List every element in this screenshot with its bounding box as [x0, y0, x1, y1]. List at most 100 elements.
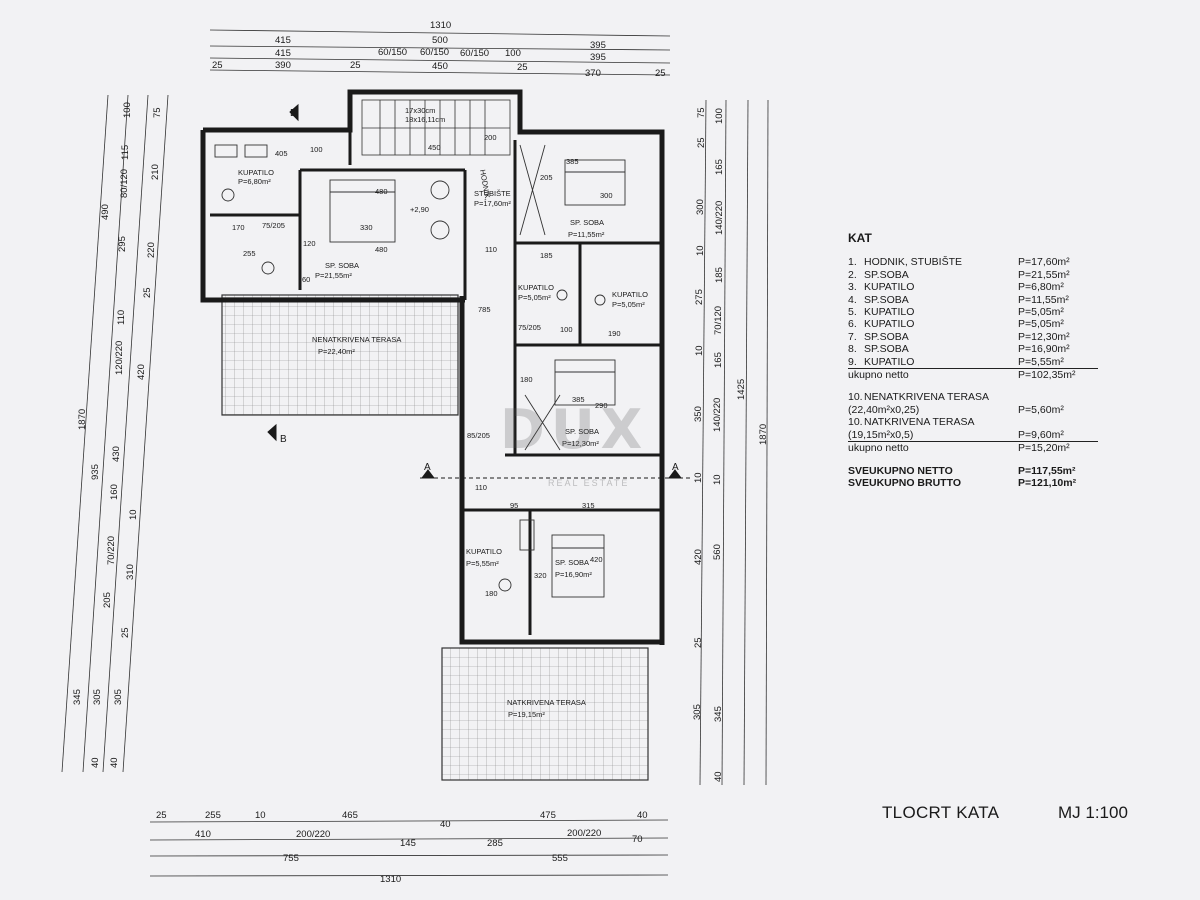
legend-terrace-calc: (19,15m²x0,5) — [848, 428, 914, 441]
room-area-hodnik: P=17,60m² — [474, 199, 511, 208]
room-area-soba-4: P=11,55m² — [568, 230, 605, 239]
dim-right-innermost-3: 10 — [695, 245, 706, 256]
legend-room-number: 2. — [848, 268, 857, 281]
legend-terrace-cell: 10.NENATKRIVENA TERASA — [848, 391, 1098, 403]
legend-room-name: HODNIK, STUBIŠTE — [864, 256, 963, 269]
legend-total-netto-label: SVEUKUPNO NETTO — [848, 464, 953, 477]
idim-f: 255 — [243, 249, 256, 258]
idim-l: 385 — [566, 157, 579, 166]
legend-netto-row: ukupno netto P=102,35m² — [848, 369, 1098, 381]
idim-o: 185 — [540, 251, 553, 260]
idim-i: 120 — [303, 239, 316, 248]
dim-left-inner-0: 100 — [122, 102, 133, 118]
room-label-kup-9: KUPATILO — [466, 547, 502, 556]
legend-room-area: P=17,60m² — [1018, 256, 1070, 269]
dim-right-innermost-7: 10 — [693, 472, 704, 483]
dim-left-mid-1: 935 — [90, 464, 101, 480]
idim-a: 405 — [275, 149, 288, 158]
legend-total-brutto-value: P=121,10m² — [1018, 476, 1077, 489]
idim-ac: 190 — [608, 329, 621, 338]
legend-terrace-netto-value: P=15,20m² — [1018, 442, 1070, 455]
legend-terrace-calc-row: (19,15m²x0,5)P=9,60m² — [848, 428, 1098, 443]
dim-top-r3-5: 395 — [590, 52, 606, 63]
watermark-subtitle: REAL ESTATE — [548, 478, 630, 488]
dim-left-innermost-6: 310 — [125, 564, 136, 580]
legend-room-name: KUPATILO — [864, 318, 915, 331]
dim-right-inner-7: 10 — [712, 474, 723, 485]
idim-e: 480 — [375, 245, 388, 254]
room-labels: KUPATILO P=6,80m² SP. SOBA P=21,55m² HOD… — [238, 106, 648, 719]
dim-left-innermost-1: 210 — [150, 164, 161, 180]
right-dimension-text: 1870 1425 100 165 140/220 185 70/120 165… — [692, 107, 769, 782]
dim-left-inner-7: 160 — [109, 484, 120, 500]
idim-u: 315 — [582, 501, 595, 510]
dim-right-inner-10: 40 — [713, 771, 724, 782]
legend-total-brutto-label: SVEUKUPNO BRUTTO — [848, 476, 961, 489]
legend-terrace-number: 10. — [848, 416, 863, 429]
legend-terrace-number: 10. — [848, 391, 863, 404]
legend-terrace-cell: 10.NATKRIVENA TERASA — [848, 416, 1098, 428]
idim-x: 320 — [534, 571, 547, 580]
dim-top-r4-0: 25 — [212, 60, 223, 71]
staircase — [361, 99, 511, 156]
legend-room-name: SP.SOBA — [864, 293, 909, 306]
plan-scale: MJ 1:100 — [1058, 803, 1128, 822]
dim-right-inner-3: 185 — [714, 267, 725, 283]
legend-room-number: 1. — [848, 256, 857, 269]
dim-left-innermost-8: 305 — [113, 689, 124, 705]
legend-room-area: P=11,55m² — [1018, 293, 1069, 306]
room-label-soba-4: SP. SOBA — [570, 218, 604, 227]
legend-room-area: P=12,30m² — [1018, 330, 1070, 343]
legend-total-brutto-row: SVEUKUPNO BRUTTO P=121,10m² — [848, 477, 1098, 489]
idim-s: 290 — [595, 401, 608, 410]
dim-right-inner-2: 140/220 — [714, 201, 725, 235]
room-label-soba-7: SP. SOBA — [565, 427, 599, 436]
dim-right-inner-1: 165 — [714, 159, 725, 175]
legend-room-name: KUPATILO — [864, 306, 915, 319]
idim-ab: 75/205 — [518, 323, 541, 332]
dim-left-innermost-4: 420 — [136, 364, 147, 380]
dim-bot-r2-5: 70 — [632, 834, 643, 845]
dim-left-inner-9: 205 — [102, 592, 113, 608]
idim-ad: 100 — [560, 325, 573, 334]
legend-room-number: 7. — [848, 330, 857, 343]
legend-room-cell: 7. SP.SOBA — [848, 331, 1018, 343]
dim-top-r2-2: 395 — [590, 40, 606, 51]
legend-room-cell: 5.KUPATILO — [848, 306, 1018, 318]
room-area-kup-6: P=5,05m² — [612, 300, 645, 309]
legend-room-name: SP.SOBA — [864, 330, 909, 343]
legend-total-netto-value: P=117,55m² — [1018, 464, 1076, 477]
legend-terrace-list: 10.NENATKRIVENA TERASA(22,40m²x0,25)P=5,… — [848, 391, 1098, 443]
idim-w: 420 — [590, 555, 603, 564]
dim-right-innermost-0: 75 — [696, 107, 707, 118]
idim-b: 100 — [310, 145, 323, 154]
legend-terrace-row: 10.NATKRIVENA TERASA — [848, 416, 1098, 428]
legend-terrace-netto-label: ukupno netto — [848, 442, 909, 455]
dim-left-innermost-5: 10 — [128, 509, 139, 520]
level-mark: +2,90 — [410, 205, 429, 214]
section-b-top: B — [290, 108, 297, 119]
dim-left-inner-5: 120/220 — [114, 341, 125, 375]
dim-top-r4-6: 25 — [655, 68, 666, 79]
dim-bot-r2-0: 410 — [195, 829, 211, 840]
left-dimension-text: 1870 490 935 345 100 115 80/120 295 110 … — [72, 102, 163, 768]
legend-room-cell: 8.SP.SOBA — [848, 343, 1018, 355]
dim-left-inner-6: 430 — [111, 446, 122, 462]
idim-y: 180 — [485, 589, 498, 598]
bottom-dimension-text: 25 255 10 465 40 475 40 410 200/220 145 … — [156, 810, 648, 885]
idim-v: 95 — [510, 501, 518, 510]
dim-left-mid-0: 490 — [100, 204, 111, 220]
idim-ae: 60 — [302, 275, 310, 284]
legend-room-area: P=6,80m² — [1018, 281, 1064, 294]
legend-room-name: SP.SOBA — [864, 268, 909, 281]
dim-left-innermost-7: 25 — [120, 627, 131, 638]
dim-top-r3-4: 100 — [505, 48, 521, 59]
idim-r: 385 — [572, 395, 585, 404]
dim-bot-r1-5: 475 — [540, 810, 556, 821]
legend-room-area: P=5,05m² — [1018, 318, 1064, 331]
dim-right-innermost-8: 420 — [693, 549, 704, 565]
